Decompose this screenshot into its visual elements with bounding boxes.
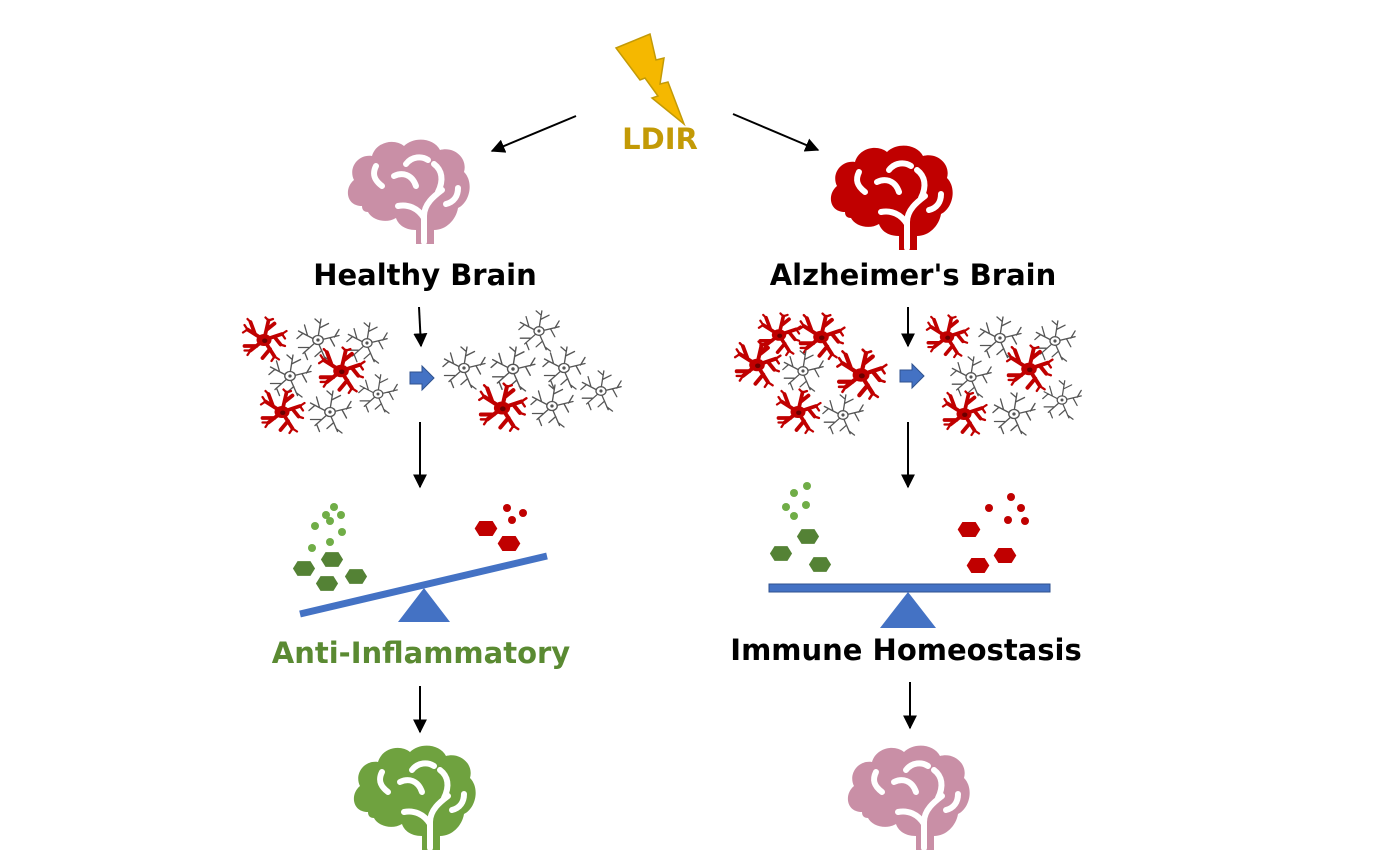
resting-microglia-icon	[296, 318, 340, 362]
trigger-label: LDIR	[622, 122, 698, 156]
healthy-brain-icon	[348, 140, 470, 244]
resting-microglia-icon	[530, 384, 574, 428]
resting-microglia-icon	[308, 390, 352, 434]
resting-microglia-icon	[442, 346, 486, 390]
activated-microglia-icon	[775, 388, 822, 435]
resting-microglia-icon	[490, 346, 536, 392]
arrow-down	[413, 306, 428, 348]
arrow-to-alzheimers	[732, 113, 820, 152]
healthy-brain-label: Healthy Brain	[313, 258, 537, 292]
activated-microglia-icon	[317, 346, 366, 395]
anti-inflammatory-markers	[769, 482, 832, 572]
activated-microglia-icon	[837, 350, 886, 399]
tilted-balance-scale	[292, 503, 548, 622]
anti-inflammatory-label: Anti-Inflammatory	[271, 636, 571, 670]
activated-microglia-icon	[733, 340, 782, 389]
lightning-bolt-icon	[614, 32, 686, 127]
level-balance-scale	[768, 482, 1051, 628]
resting-microglia-icon	[580, 370, 622, 412]
activated-microglia-icon	[479, 384, 526, 431]
pro-inflammatory-markers	[474, 504, 527, 552]
resting-microglia-icon	[1034, 320, 1076, 362]
activated-microglia-icon	[241, 316, 288, 363]
resting-microglia-icon	[992, 392, 1036, 436]
pro-inflammatory-markers	[957, 493, 1029, 574]
anti-inflammatory-brain-icon	[354, 746, 476, 850]
immune-homeostasis-label: Immune Homeostasis	[730, 633, 1082, 667]
resting-microglia-icon	[518, 310, 560, 352]
healthy-outcome-brain-icon	[848, 746, 970, 850]
arrow-to-healthy	[490, 115, 577, 153]
alzheimer-brain-icon	[831, 146, 953, 250]
resting-microglia-icon	[822, 394, 864, 436]
activated-microglia-icon	[925, 314, 970, 359]
activated-microglia-icon	[1005, 344, 1054, 393]
activated-microglia-icon	[259, 388, 306, 435]
resting-microglia-icon	[782, 350, 824, 392]
activated-microglia-icon	[941, 390, 988, 437]
resting-microglia-icon	[542, 346, 586, 390]
resting-microglia-icon	[1042, 380, 1082, 420]
alzheimer-brain-label: Alzheimer's Brain	[769, 258, 1057, 292]
transition-arrow-icon	[899, 362, 925, 390]
resting-microglia-icon	[346, 322, 388, 364]
resting-microglia-icon	[950, 356, 992, 398]
anti-inflammatory-markers	[292, 503, 368, 591]
resting-microglia-icon	[358, 374, 398, 414]
transition-arrow-icon	[409, 364, 435, 392]
